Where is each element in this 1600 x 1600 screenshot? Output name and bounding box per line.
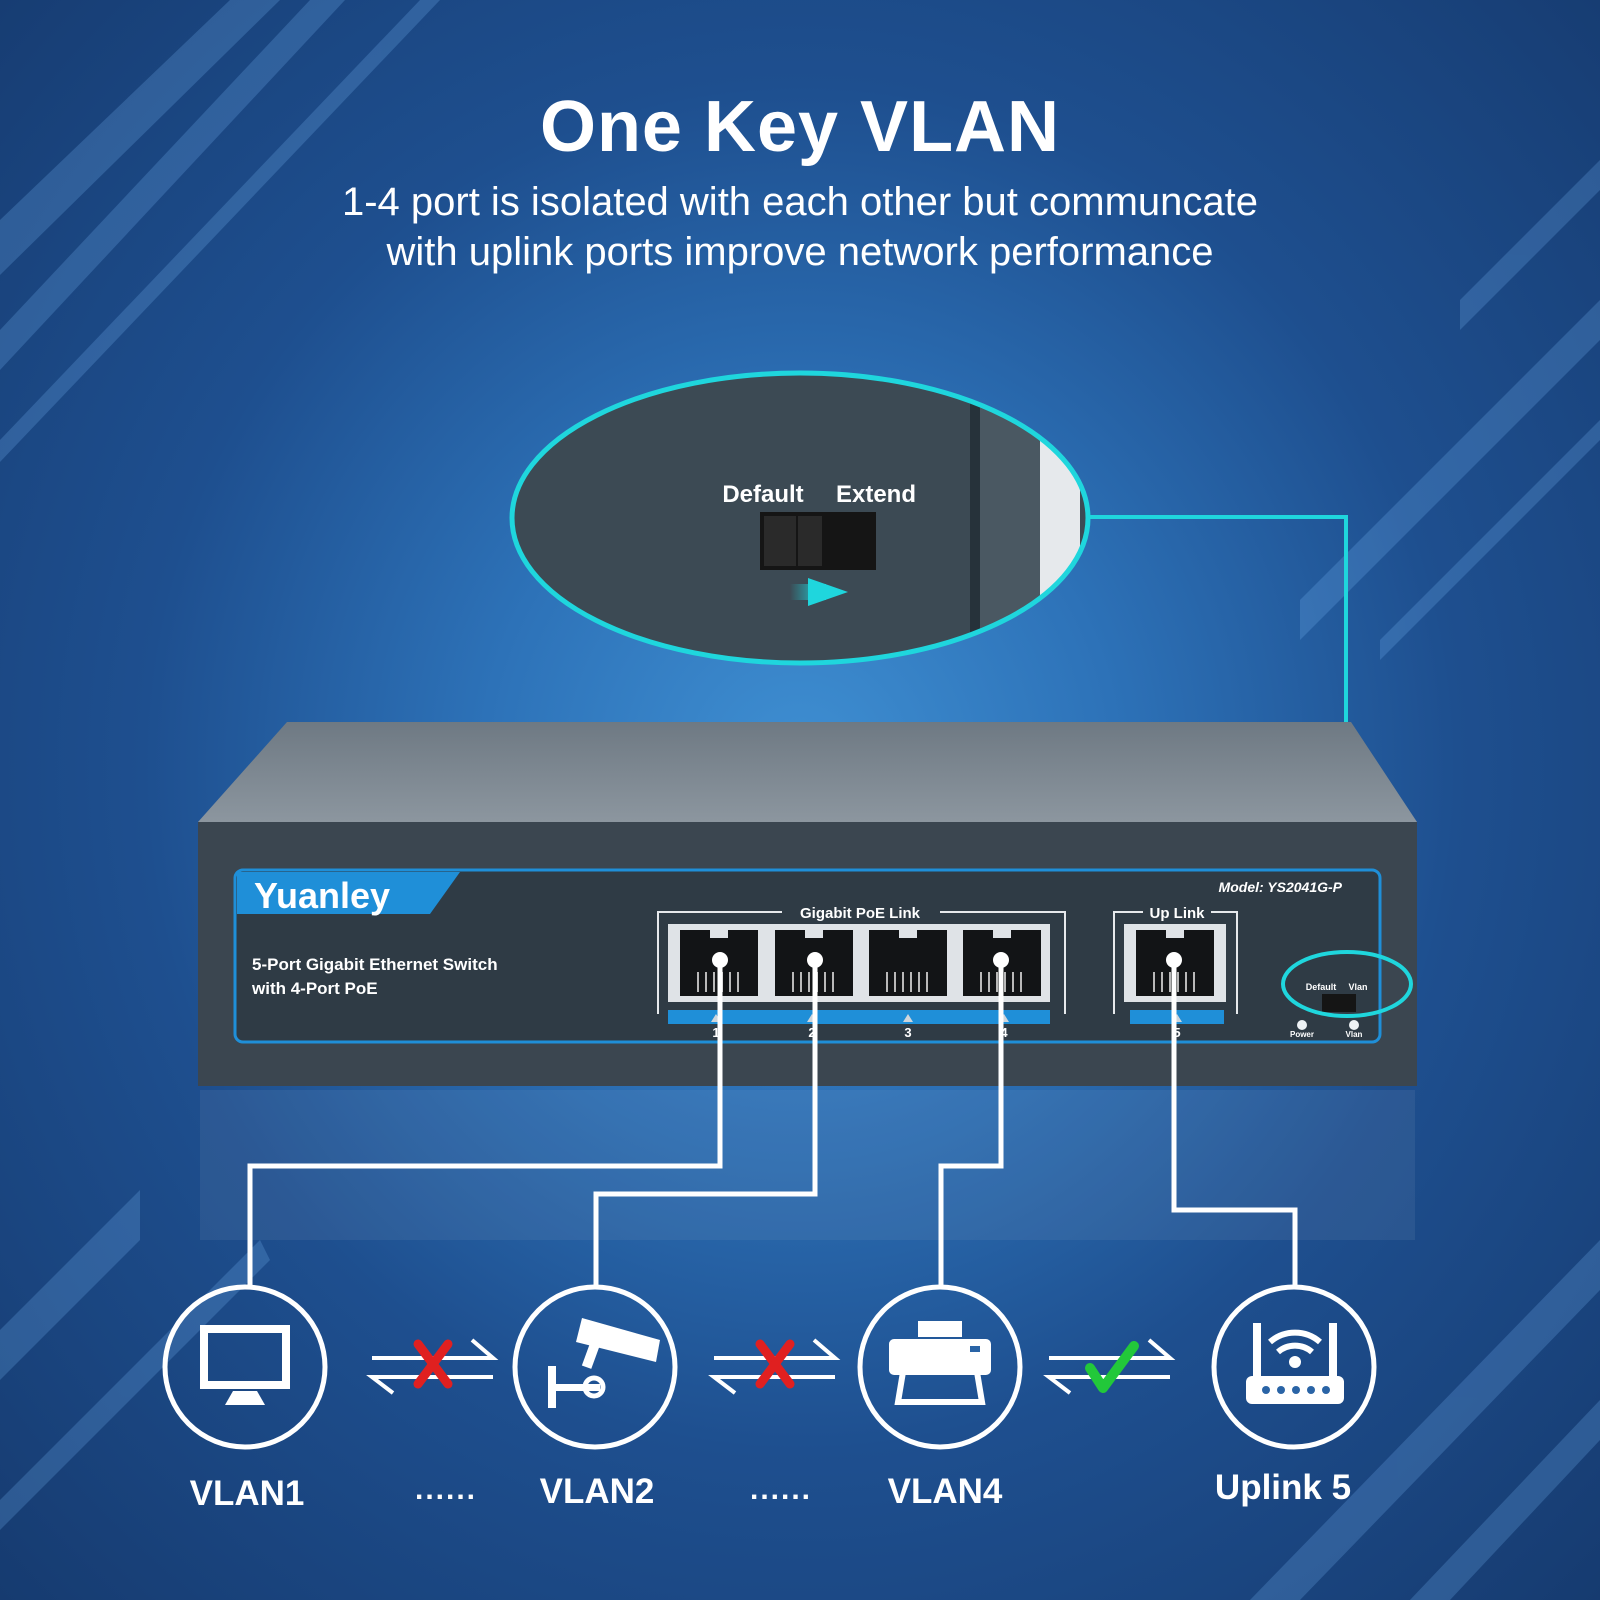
model-number: Model: YS2041G-P — [1219, 879, 1343, 895]
camera-icon — [548, 1318, 660, 1408]
dip-default-label: Default — [1306, 982, 1337, 992]
arrow-head-icon — [808, 578, 848, 606]
stripe — [0, 0, 440, 462]
uplink-group-frame-right — [1211, 911, 1238, 1014]
vlan-dip-switch[interactable] — [1322, 994, 1356, 1012]
cables — [247, 952, 1298, 1285]
switch-top — [198, 722, 1417, 822]
vlan-led-label: Vlan — [1346, 1030, 1363, 1039]
zoom-extend-label: Extend — [836, 481, 916, 508]
bidirectional-arrow-icon — [1043, 1338, 1176, 1395]
brand-logo: Yuanley — [254, 875, 390, 916]
poe-group-label: Gigabit PoE Link — [800, 905, 921, 922]
port-number: 2 — [808, 1025, 815, 1040]
separator-dots: ...... — [749, 1473, 812, 1506]
stripe — [1410, 1400, 1600, 1600]
subtitle-line-2: with uplink ports improve network perfor… — [386, 230, 1214, 274]
device-label-vlan1: VLAN1 — [189, 1474, 305, 1513]
cable-vlan1 — [247, 960, 723, 1285]
device-circle — [162, 1284, 328, 1450]
port-number: 5 — [1173, 1025, 1180, 1040]
printer-icon — [889, 1321, 991, 1405]
dip-vlan-label: Vlan — [1348, 982, 1367, 992]
device-circle — [512, 1284, 678, 1450]
dip-highlight-ring — [1281, 950, 1413, 1018]
stripe — [1300, 300, 1600, 640]
zoom-callout: Default Extend — [509, 370, 1091, 666]
port-number: 1 — [712, 1025, 719, 1040]
switch-description-2: with 4-Port PoE — [251, 979, 378, 998]
device-circle — [857, 1284, 1023, 1450]
green-check-icon — [1085, 1341, 1139, 1393]
port-number: 4 — [1000, 1025, 1008, 1040]
power-led-label: Power — [1290, 1030, 1314, 1039]
bidirectional-arrow-icon — [708, 1338, 841, 1395]
zoom-default-label: Default — [722, 481, 803, 508]
cable-uplink — [1171, 960, 1298, 1285]
stripe — [1380, 420, 1600, 660]
port-number: 3 — [904, 1025, 911, 1040]
uplink-group-frame-left — [1113, 911, 1143, 1014]
bidirectional-arrow-icon — [366, 1338, 499, 1395]
device-circle — [1211, 1284, 1377, 1450]
stripe — [0, 0, 345, 370]
monitor-icon — [200, 1325, 290, 1405]
stripe — [0, 1240, 270, 1530]
cable-vlan2 — [593, 960, 818, 1285]
stripe — [0, 0, 280, 275]
red-cross-icon — [413, 1339, 453, 1389]
switch-description-1: 5-Port Gigabit Ethernet Switch — [252, 955, 498, 974]
cable-vlan4 — [938, 960, 1004, 1285]
poe-group-frame-left — [657, 911, 782, 1014]
red-cross-icon — [755, 1339, 795, 1389]
device-label-uplink: Uplink 5 — [1214, 1468, 1352, 1507]
power-led — [1297, 1020, 1307, 1030]
stripe — [1460, 160, 1600, 330]
device-label-vlan2: VLAN2 — [539, 1472, 655, 1511]
stripe — [1250, 1240, 1600, 1600]
separator-dots: ...... — [414, 1473, 477, 1506]
subtitle-line-1: 1-4 port is isolated with each other but… — [341, 180, 1259, 224]
uplink-group-label: Up Link — [1150, 905, 1206, 922]
page-title: One Key VLAN — [539, 87, 1061, 167]
device-label-vlan4: VLAN4 — [887, 1472, 1003, 1511]
poe-led-strip — [668, 1010, 1050, 1024]
brand-tab — [237, 872, 460, 914]
vlan-led — [1349, 1020, 1359, 1030]
rj45-port[interactable] — [869, 930, 947, 996]
poe-group-frame-right — [940, 911, 1066, 1014]
network-switch: Yuanley Model: YS2041G-P 5-Port Gigabit … — [198, 722, 1417, 1086]
stripe — [0, 1190, 140, 1380]
router-icon — [1246, 1323, 1344, 1404]
